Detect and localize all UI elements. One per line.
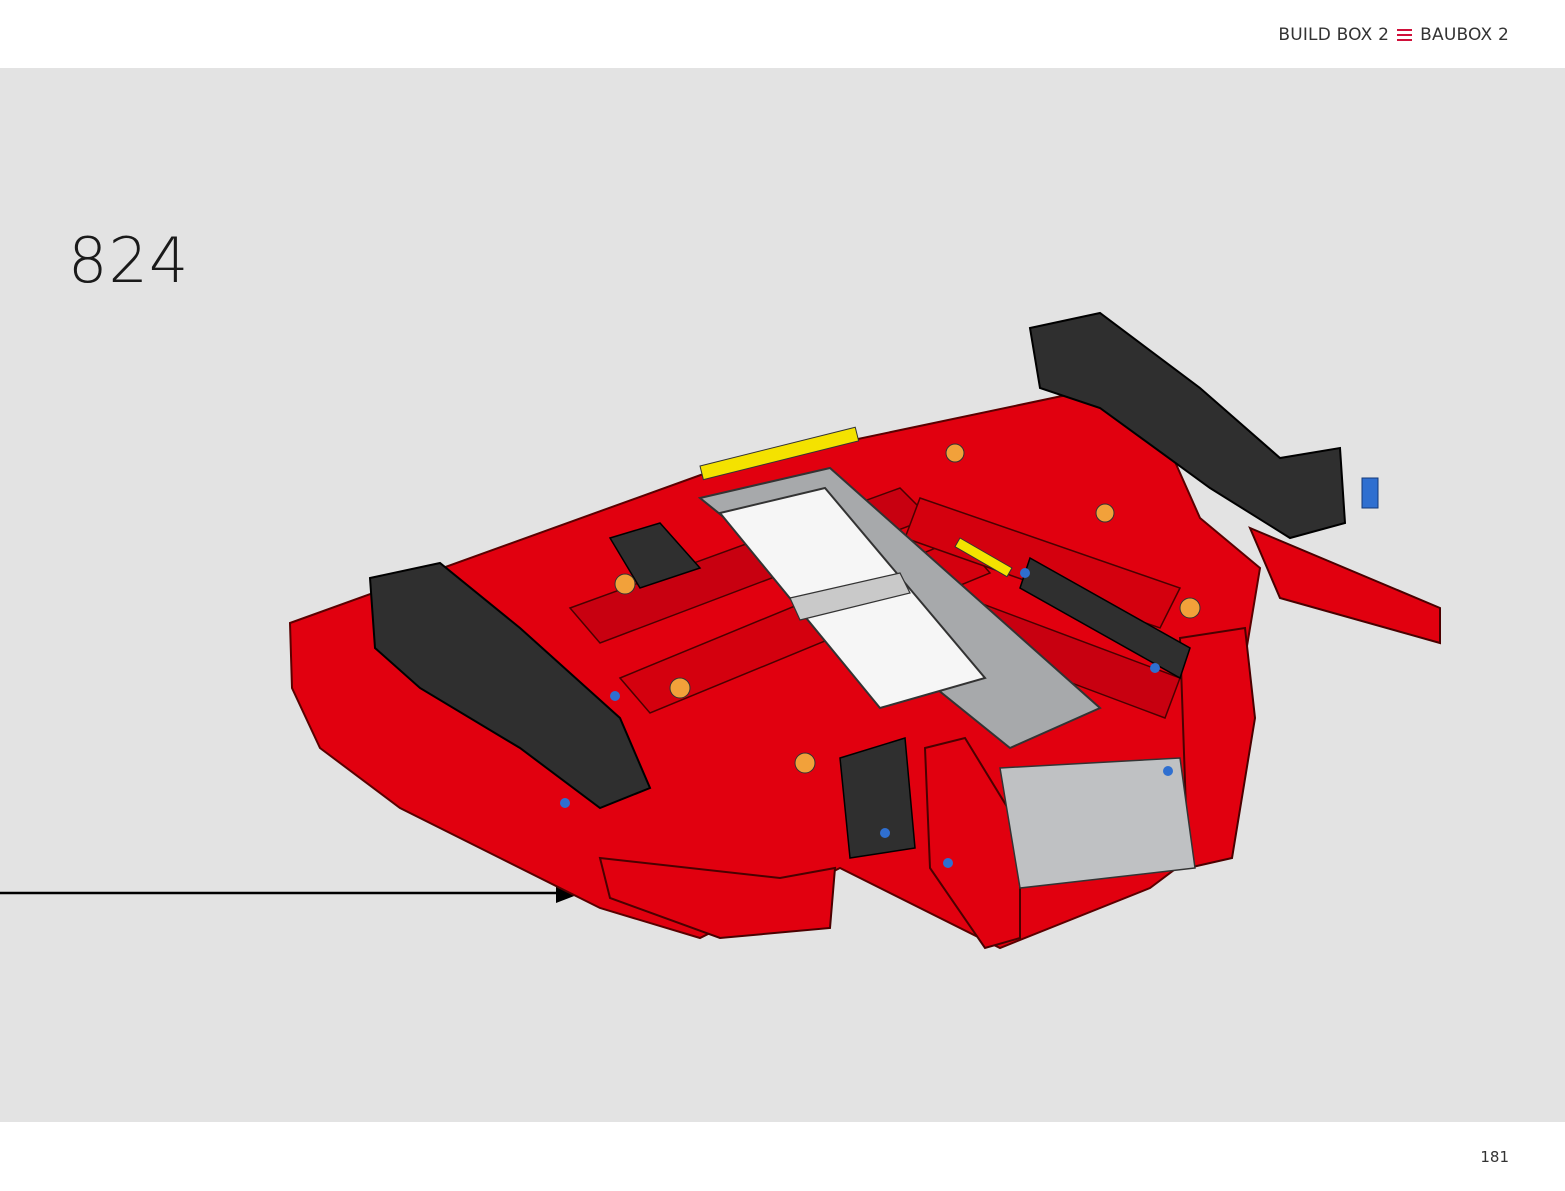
dark-grey-arms [368,311,1347,859]
page-number: 181 [1480,1148,1509,1166]
light-grey-frame [697,466,1196,889]
accent-parts [560,426,1379,868]
page-header: BUILD BOX 2 BAUBOX 2 [0,0,1565,68]
build-box-label: BUILD BOX 2 BAUBOX 2 [1278,25,1509,45]
step-number: 824 [68,224,190,297]
build-box-label-de: BAUBOX 2 [1420,25,1509,45]
menu-icon [1397,29,1413,41]
pointer-arrow [0,883,582,903]
model-illustration [0,311,1441,950]
instruction-stage: 824 [0,68,1565,1122]
build-box-label-en: BUILD BOX 2 [1278,25,1390,45]
